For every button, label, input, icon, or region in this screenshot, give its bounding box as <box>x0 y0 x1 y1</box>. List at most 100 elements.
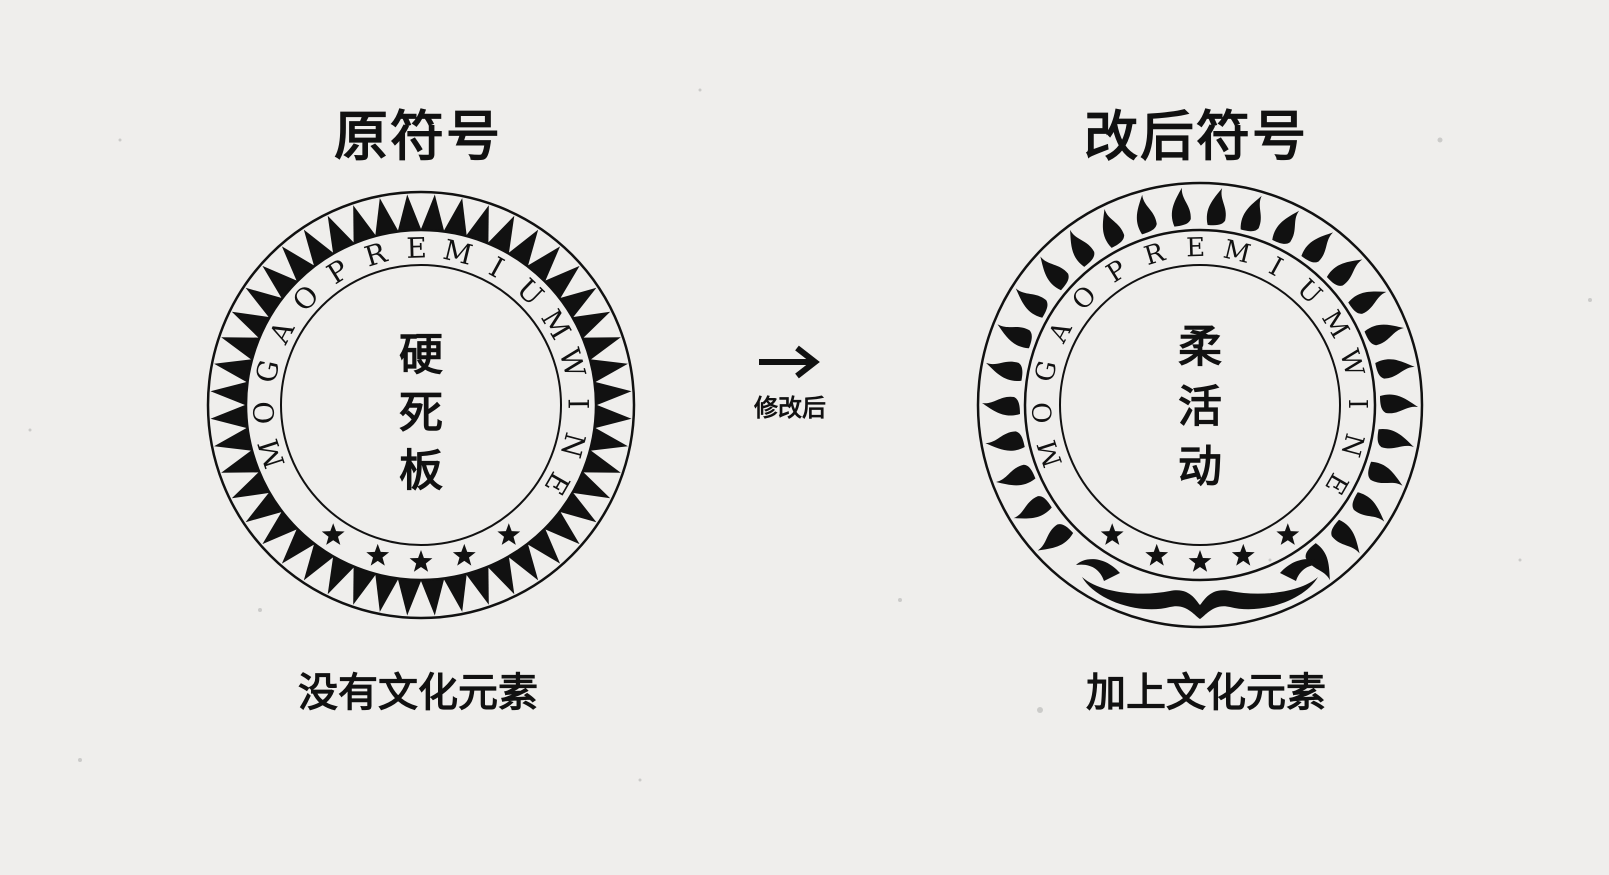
flame-shape <box>1301 232 1334 263</box>
saw-tooth <box>221 337 259 360</box>
inner-ring <box>1023 228 1377 582</box>
saw-tooth <box>375 575 398 612</box>
star-icon <box>1188 550 1212 572</box>
bottom-ornament <box>1076 559 1324 619</box>
saw-tooth <box>353 205 376 243</box>
saw-tooth <box>214 359 251 382</box>
ring-letter: M <box>440 233 476 272</box>
flame-shape <box>1240 195 1262 232</box>
ring-letter: E <box>1186 233 1206 264</box>
saw-tooth <box>444 198 467 235</box>
ring-letter: E <box>406 231 427 265</box>
saw-tooth <box>262 512 297 545</box>
saw-tooth <box>281 529 314 564</box>
flame-shape <box>996 464 1036 486</box>
flame-shape <box>1136 194 1157 235</box>
saw-tooth <box>210 382 247 405</box>
ring-letter: O <box>247 400 281 425</box>
saw-tooth <box>560 493 597 523</box>
saw-tooth <box>210 405 247 428</box>
flame-shape <box>1171 187 1191 227</box>
flame-shape <box>985 431 1025 451</box>
flame-shape <box>1352 492 1385 522</box>
center-ring <box>280 264 562 546</box>
saw-tooth <box>466 205 489 243</box>
star-icon <box>321 523 345 545</box>
saw-tooth <box>545 265 580 298</box>
ring-letter: R <box>1141 237 1170 272</box>
saw-tooth <box>231 311 269 338</box>
ring-letter: I <box>561 398 594 409</box>
flame-shape <box>1368 461 1403 486</box>
flame-shape <box>1348 291 1387 314</box>
saw-tooth <box>591 428 628 451</box>
saw-tooth <box>488 557 515 595</box>
saw-tooth <box>327 557 354 595</box>
saw-tooth <box>595 382 632 405</box>
saw-tooth <box>398 194 421 231</box>
center-char-2: 活 <box>1178 382 1222 433</box>
ring-letter: M <box>1032 436 1069 471</box>
outer-ring <box>976 181 1424 629</box>
ring-letter: M <box>1220 235 1253 270</box>
flame-shape <box>982 396 1020 416</box>
center-ring <box>1059 264 1341 546</box>
modification-arrow: 修改后 <box>735 342 845 423</box>
saw-tooth <box>573 311 611 338</box>
flame-shape <box>1272 210 1300 244</box>
scroll-ornament <box>1082 577 1318 619</box>
center-char-1: 柔 <box>1178 322 1222 373</box>
saw-tooth <box>545 512 580 545</box>
ring-letter: G <box>249 357 286 386</box>
saw-tooth <box>303 229 333 266</box>
saw-tooth <box>591 359 628 382</box>
flame-shape <box>1380 394 1418 414</box>
flame-shape <box>1040 256 1069 291</box>
ring-letter: W <box>1333 346 1369 380</box>
saw-tooth <box>444 575 467 612</box>
flame-shape <box>1364 324 1404 346</box>
ring-letter: I <box>484 250 510 284</box>
saw-tooth <box>421 579 444 616</box>
flame-shape <box>1015 288 1048 318</box>
star-icon <box>1231 543 1255 566</box>
center-char-3: 板 <box>399 446 443 497</box>
flame-shape <box>1070 229 1095 267</box>
saw-tooth <box>231 472 269 499</box>
center-char-1: 硬 <box>399 330 443 381</box>
ring-letter: N <box>554 429 592 461</box>
flame-shape <box>986 361 1023 381</box>
saw-tooth <box>398 579 421 616</box>
saw-tooth <box>466 567 489 605</box>
saw-tooth <box>375 198 398 235</box>
flame-shape <box>997 324 1032 349</box>
saw-tooth <box>528 529 561 564</box>
saw-tooth <box>303 544 333 581</box>
saw-tooth <box>509 544 539 581</box>
ring-letter: N <box>1334 430 1369 460</box>
ring-letter: G <box>1030 358 1064 385</box>
flame-shape <box>1377 429 1414 449</box>
star-icon <box>409 550 433 572</box>
flame-shape <box>1375 359 1415 379</box>
star-icon <box>366 543 390 566</box>
saw-tooth <box>245 287 282 317</box>
star-icon <box>1145 543 1169 566</box>
saw-tooth <box>509 229 539 266</box>
modified-caption: 加上文化元素 <box>1086 670 1326 716</box>
saw-tooth <box>281 246 314 281</box>
star-icon <box>452 543 476 566</box>
flame-shape <box>1326 259 1363 286</box>
saw-tooth <box>214 428 251 451</box>
star-row <box>321 523 521 572</box>
saw-tooth <box>421 194 444 231</box>
flame-shape <box>1102 209 1125 248</box>
star-icon <box>497 523 521 545</box>
saw-tooth <box>221 450 259 473</box>
inner-ring <box>244 228 598 582</box>
saw-tooth <box>583 337 621 360</box>
saw-tooth <box>560 287 597 317</box>
